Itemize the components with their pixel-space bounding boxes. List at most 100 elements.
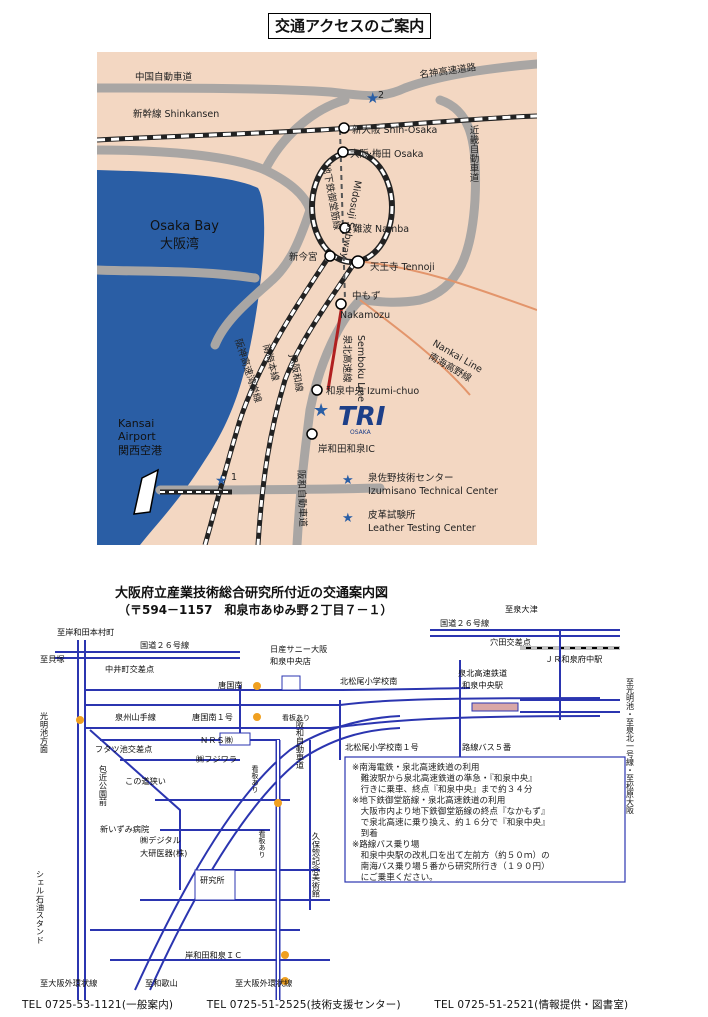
label-to-wakayama: 至和歌山: [145, 978, 178, 988]
signal-icon: [281, 977, 289, 985]
izumi-chuo-station: [471, 702, 519, 712]
label-to-otsu: 至泉大津: [505, 604, 538, 614]
label-bay-en: Osaka Bay: [150, 219, 219, 234]
label-kitamatsuo1: 北松尾小学校南１号: [345, 742, 419, 752]
label-route26-right: 国道２６号線: [440, 618, 489, 628]
label-fujiwara: ㈱フジワラ: [196, 754, 237, 764]
label-namba: 難波 Namba: [353, 223, 409, 235]
label-right-dest: 至光明池・至泉北一号線・至松原大阪: [626, 678, 635, 815]
label-nakai: 中井町交差点: [105, 664, 154, 674]
label-hochi: 包近公園前: [98, 764, 108, 807]
station-namba: [339, 222, 351, 234]
label-kinki: 近畿自動車道: [468, 124, 480, 183]
signal-icon: [253, 682, 261, 690]
page-title: 交通アクセスのご案内: [268, 13, 432, 39]
label-sanyo: 日産サニー大阪: [270, 644, 327, 654]
osaka-bay: [97, 170, 265, 545]
tri-logo-sub: OSAKA: [350, 429, 372, 436]
local-access-map: 大阪府立産業技術総合研究所付近の交通案内図 （〒594－1157 和泉市あゆみ野…: [35, 585, 635, 1000]
contact-footer: TEL 0725-53-1121(一般案内) TEL 0725-51-2525(…: [22, 997, 658, 1012]
label-hanwa-exp: 阪和自動車道: [295, 470, 309, 528]
label-semboku-sta2: 和泉中央駅: [462, 680, 503, 690]
note-line: 到着: [352, 827, 378, 839]
label-hanwa-road: 阪和自動車道: [295, 720, 305, 770]
label-toukuni: 唐国南: [218, 680, 243, 690]
signal-icon: [274, 799, 282, 807]
note-line: ※路線バス乗り場: [352, 838, 420, 850]
station-tennoji: [351, 255, 365, 269]
label-semboku-jp: 泉北高速線: [341, 335, 353, 383]
note-line: にご乗車ください。: [352, 871, 438, 883]
star-2-number: 2: [378, 90, 384, 101]
label-toukuni1: 唐国南１号: [192, 712, 233, 722]
label-izumi-chuo: 和泉中央 Izumi-chuo: [326, 385, 419, 397]
label-kitamatsuo: 北松尾小学校南: [340, 676, 397, 686]
label-airport-en-2: Airport: [118, 430, 156, 443]
legend-star-2-icon: ★: [342, 511, 354, 526]
label-taiken: 大研医器(株): [140, 848, 187, 858]
signal-icon: [253, 713, 261, 721]
access-notes-box: [344, 756, 626, 883]
label-to-kaizuka: 至貝塚: [40, 654, 65, 664]
tel-info: TEL 0725-51-2521(情報提供・図書室): [434, 999, 629, 1011]
note-line: ※南海電鉄・泉北高速鉄道の利用: [352, 761, 480, 773]
legend-1-jp: 泉佐野技術センター: [368, 472, 454, 484]
label-ic: 岸和田和泉IC: [318, 443, 375, 455]
note-line: 和泉中央駅の改札口を出て左前方（約５０ｍ）の: [352, 849, 550, 861]
label-jr-izumifuchu: ＪＲ和泉府中駅: [545, 654, 602, 664]
legend-star-1-icon: ★: [342, 473, 354, 488]
label-to-kishiwada: 至岸和田本村町: [57, 627, 114, 637]
label-shinkansen: 新幹線 Shinkansen: [133, 108, 219, 120]
label-senshu: 泉州山手線: [115, 712, 156, 722]
tri-logo: TRI: [338, 402, 386, 432]
research-institute-block: [194, 869, 236, 901]
label-shell: シェル石油スタンド: [35, 870, 45, 944]
label-kanban3: 看板あり: [258, 830, 266, 858]
label-airport-en-1: Kansai: [118, 417, 154, 430]
note-line: ※地下鉄御堂筋線・泉北高速鉄道の利用: [352, 794, 505, 806]
label-kubosou: 久保惣記念美術館: [311, 831, 321, 898]
label-digital: ㈱デジタル: [140, 835, 181, 845]
label-nrs: ＮＲＳ㈱: [200, 735, 233, 745]
label-koumyouike: 光明池方面: [39, 711, 49, 754]
star-2-icon: ★: [366, 89, 379, 107]
station-nakamozu: [335, 298, 347, 310]
label-route26-left: 国道２６号線: [140, 640, 189, 650]
tel-general: TEL 0725-53-1121(一般案内): [22, 999, 174, 1011]
label-futatsuike: フタツ池交差点: [95, 744, 152, 754]
note-line: 南海バス乗り場５番から研究所行き（１９０円）: [352, 860, 550, 872]
local-map-title: 大阪府立産業技術総合研究所付近の交通案内図: [115, 585, 388, 601]
note-line: 難波駅から泉北高速鉄道の準急・『和泉中央』: [352, 772, 537, 784]
label-shin-imamiya: 新今宮: [289, 251, 318, 263]
label-semboku-sta1: 泉北高速鉄道: [458, 668, 507, 678]
label-kanban1: 看板あり: [282, 713, 310, 722]
station-osaka: [337, 146, 349, 158]
label-shinizumi: 新いずみ病院: [100, 824, 149, 834]
star-1-number: 1: [231, 472, 237, 483]
signal-icon: [281, 951, 289, 959]
note-line: 大阪市内より地下鉄御堂筋線の終点『なかもず』: [352, 805, 550, 817]
label-chugoku: 中国自動車道: [135, 71, 193, 83]
label-nakamozu-jp: 中もず: [352, 290, 381, 302]
legend-1-en: Izumisano Technical Center: [368, 486, 498, 497]
label-bay-jp: 大阪湾: [160, 236, 199, 252]
label-anayama: 穴田交差点: [490, 637, 531, 647]
star-tri-icon: ★: [313, 400, 329, 421]
label-konomichi: この道狭い: [125, 776, 166, 786]
label-nakamozu-en: Nakamozu: [340, 310, 390, 321]
label-semboku-en: Semboku Line: [355, 335, 366, 402]
label-kenkyujo: 研究所: [200, 875, 225, 885]
tel-tech-support: TEL 0725-51-2525(技術支援センター): [206, 999, 401, 1011]
station-shin-imamiya: [324, 250, 336, 262]
label-sanyo2: 和泉中央店: [270, 656, 311, 666]
station-ic: [306, 428, 318, 440]
station-izumi-chuo: [311, 384, 323, 396]
legend-2-en: Leather Testing Center: [368, 523, 476, 534]
star-1-icon: ★: [215, 473, 228, 489]
note-line: で泉北高速に乗り換え、約１６分で『和泉中央』: [352, 816, 550, 828]
label-tennoji: 天王寺 Tennoji: [370, 262, 435, 273]
label-airport-jp: 関西空港: [118, 443, 162, 457]
local-map-address: （〒594－1157 和泉市あゆみ野２丁目７－１）: [118, 602, 392, 617]
label-osaka: 大阪·梅田 Osaka: [350, 148, 423, 160]
